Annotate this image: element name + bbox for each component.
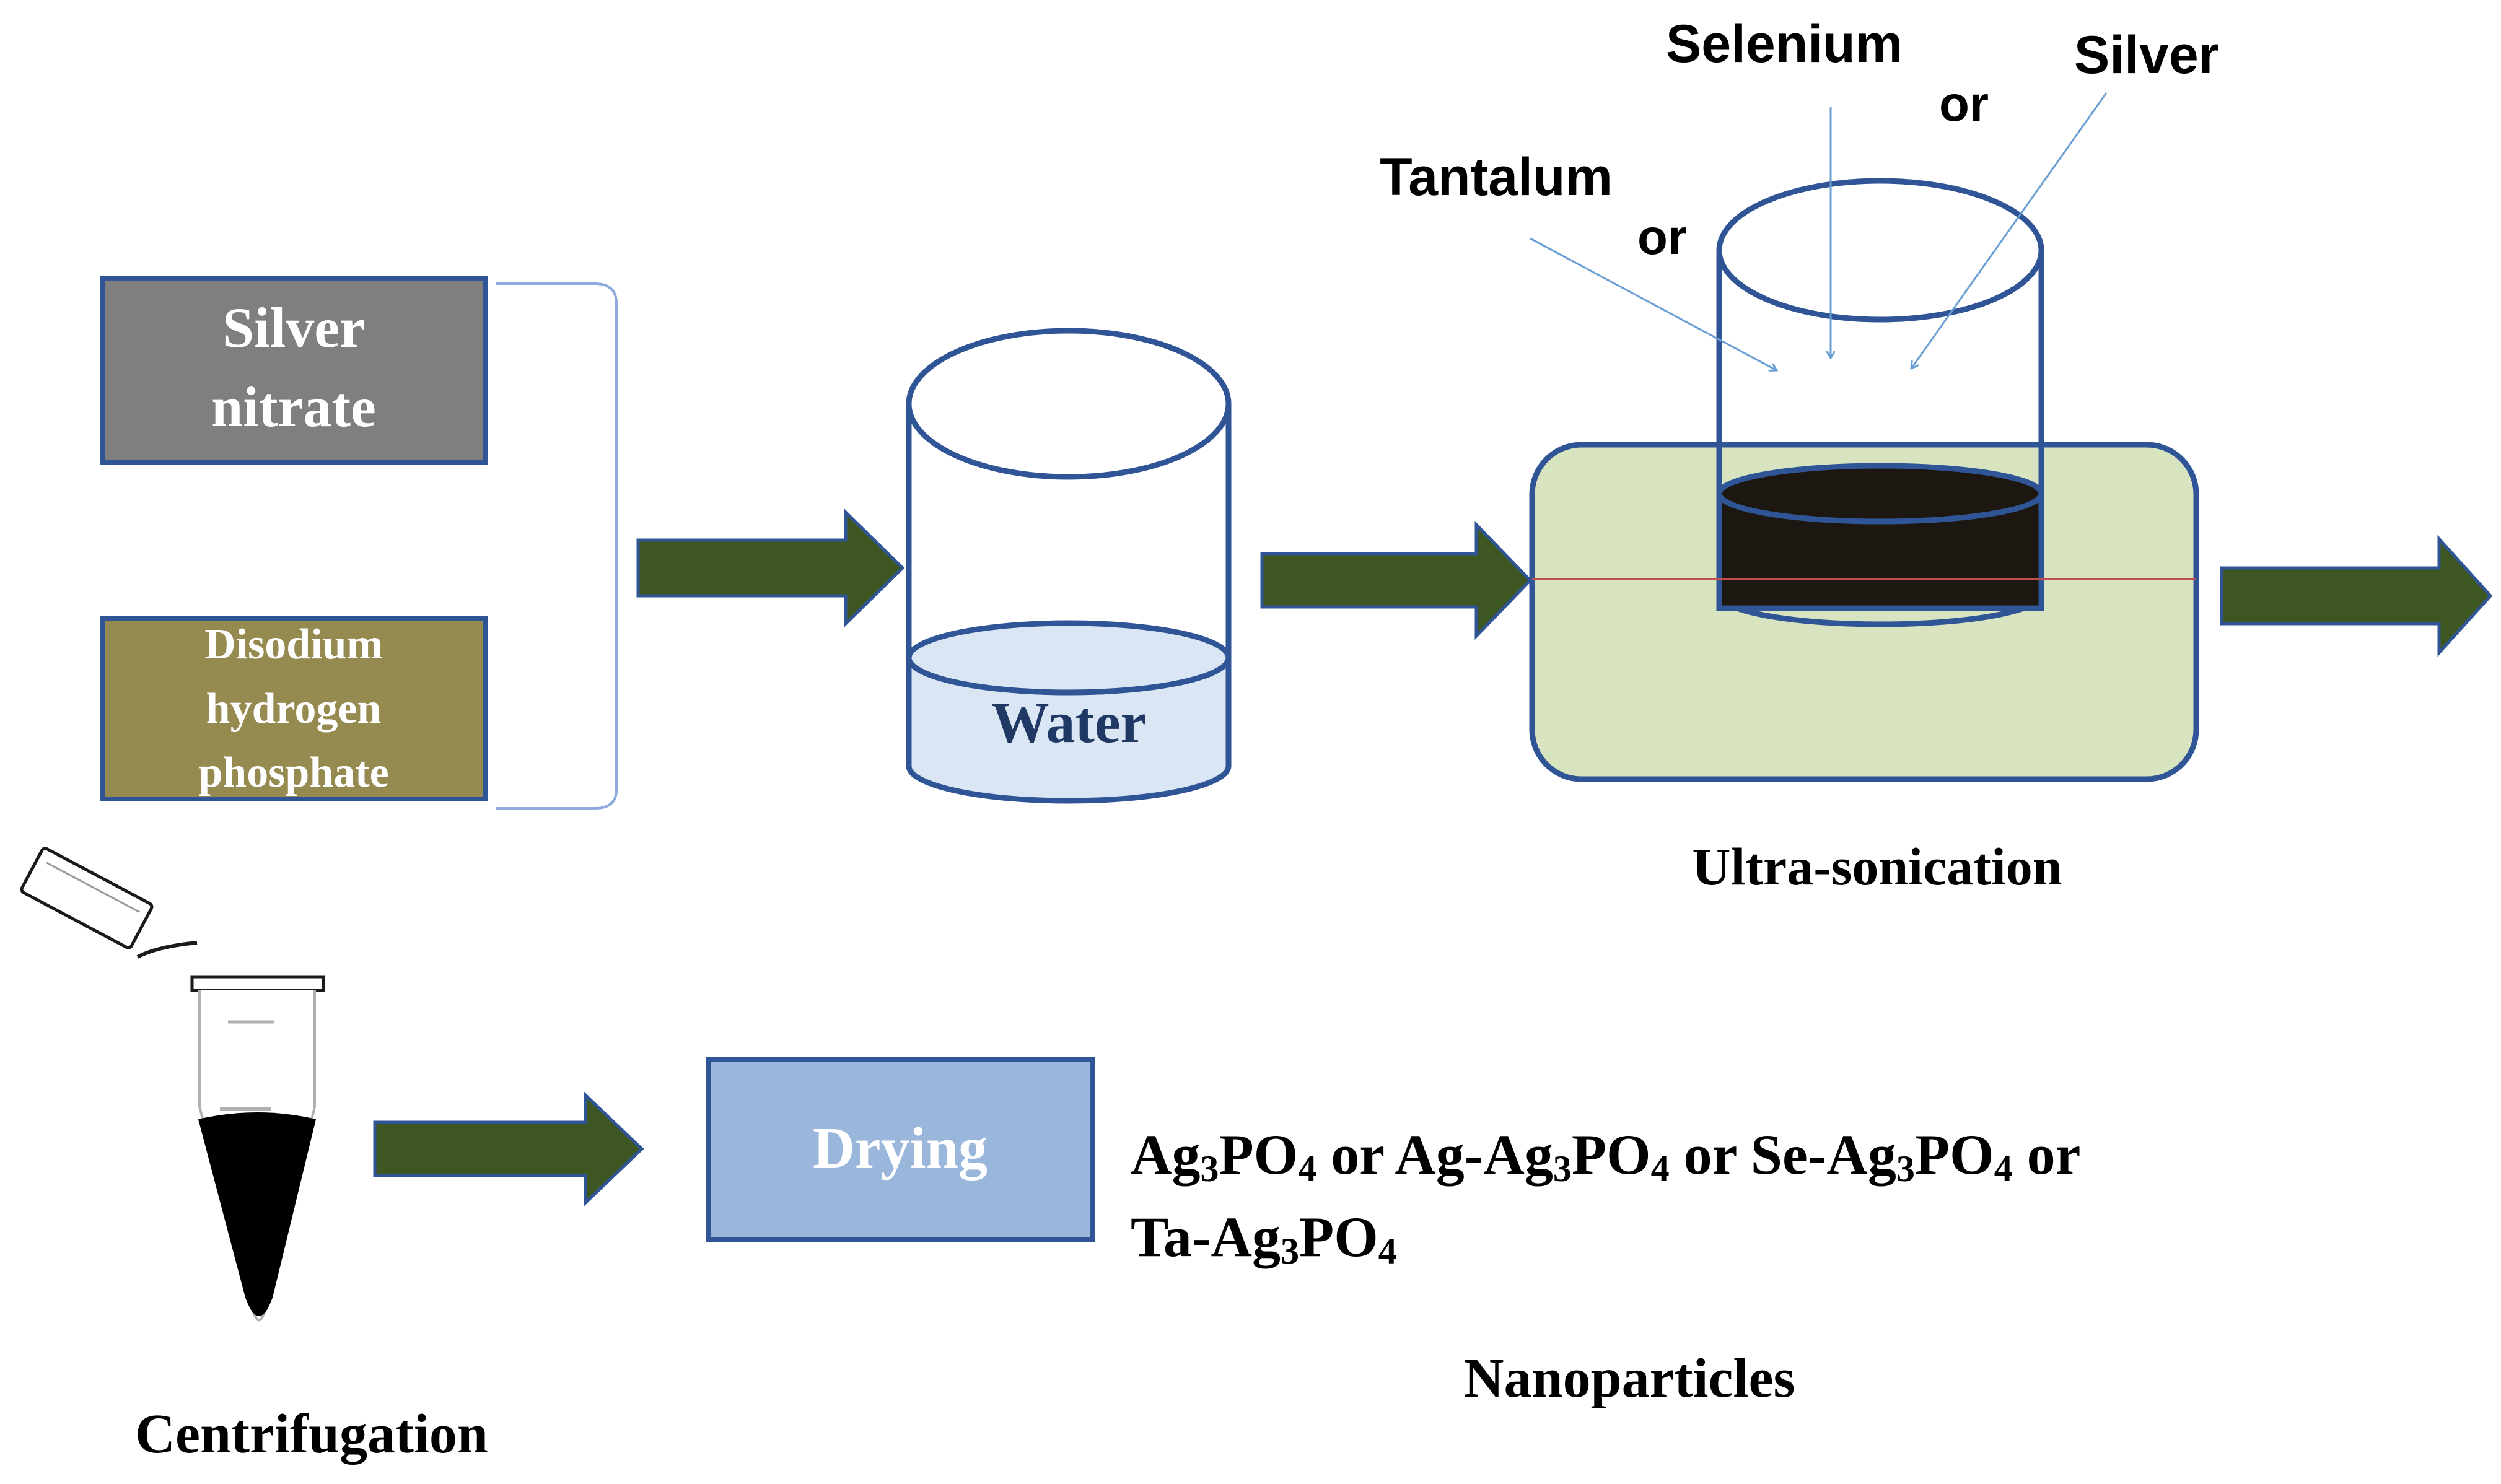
silver-nitrate-label-line1: Silver [222, 296, 365, 359]
products-line-1: Ag3PO4 or Ag-Ag3PO4 or Se-Ag3PO4 or [1131, 1123, 2080, 1189]
or-label-1: or [1939, 76, 1989, 131]
formula-0-po-subscript: 4 [1298, 1148, 1316, 1189]
formula-2-base: Se-Ag [1751, 1123, 1896, 1186]
tantalum-arrow [1530, 237, 1777, 370]
formula-connector-0: or [1316, 1123, 1395, 1186]
process-arrow-2 [1260, 520, 1533, 640]
formula-0-po: PO [1219, 1123, 1298, 1186]
water-beaker: Water [906, 328, 1232, 804]
products-line-2: Ta-Ag3PO4 [1131, 1205, 1397, 1272]
phosphate-label-line2: hydrogen [206, 685, 382, 733]
formula-connector-1: or [1670, 1123, 1751, 1186]
ultrasonication-label: Ultra-sonication [1692, 837, 2062, 896]
formula-3-base: Ta-Ag [1131, 1205, 1281, 1268]
formula-3-ag-subscript: 3 [1281, 1231, 1299, 1272]
formula-connector-2: or [2013, 1123, 2081, 1186]
silver-nitrate-box: Silver nitrate [100, 276, 488, 465]
nanoparticles-label: Nanoparticles [1464, 1348, 1795, 1409]
formula-1-ag-subscript: 3 [1553, 1148, 1572, 1189]
formula-0-ag-subscript: 3 [1200, 1148, 1219, 1189]
phosphate-label-line1: Disodium [204, 621, 383, 668]
drying-box: Drying [706, 1057, 1095, 1242]
formula-3-po: PO [1299, 1205, 1378, 1268]
silver-additive-label: Silver [2074, 25, 2219, 85]
or-label-2: or [1637, 209, 1687, 264]
reagent-brace [496, 282, 618, 810]
silver-arrow [1911, 92, 2108, 369]
centrifuge-tube [20, 847, 325, 1322]
selenium-label: Selenium [1666, 14, 1903, 74]
centrifugation-label: Centrifugation [135, 1403, 488, 1465]
formula-0-base: Ag [1131, 1123, 1200, 1186]
silver-nitrate-label-line2: nitrate [211, 375, 376, 439]
process-arrow-3 [2220, 535, 2493, 657]
drying-label: Drying [813, 1116, 988, 1181]
formula-2-po: PO [1915, 1123, 1994, 1186]
process-arrow-1 [636, 508, 905, 627]
disodium-hydrogen-phosphate-box: Disodium hydrogen phosphate [100, 616, 488, 801]
water-label: Water [991, 691, 1147, 755]
formula-1-base: Ag-Ag [1395, 1123, 1553, 1186]
formula-3-po-subscript: 4 [1378, 1231, 1397, 1272]
ultrasonication-bath [1529, 178, 2199, 782]
formula-1-po: PO [1572, 1123, 1651, 1186]
tantalum-label: Tantalum [1380, 147, 1613, 207]
process-arrow-4 [373, 1091, 644, 1207]
phosphate-label-line3: phosphate [198, 749, 388, 797]
formula-2-po-subscript: 4 [1994, 1148, 2013, 1189]
formula-2-ag-subscript: 3 [1896, 1148, 1915, 1189]
formula-1-po-subscript: 4 [1651, 1148, 1670, 1189]
